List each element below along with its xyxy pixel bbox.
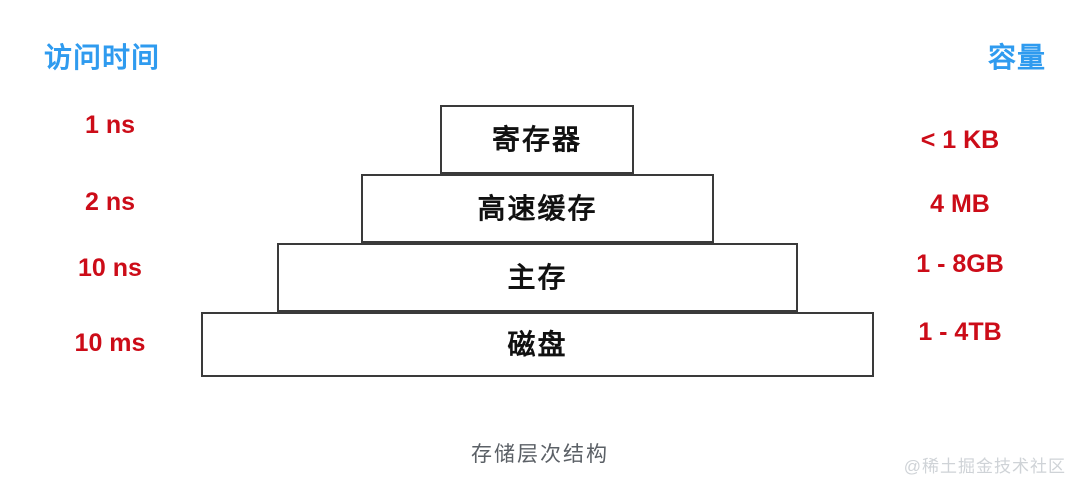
capacity-heading: 容量 — [987, 42, 1046, 73]
access-time-value-main-memory: 10 ns — [78, 254, 142, 282]
tier-register: 寄存器 — [440, 105, 634, 174]
watermark: @稀土掘金技术社区 — [903, 457, 1066, 476]
capacity-value-register: < 1 KB — [920, 126, 1000, 154]
access-time-value-cache: 2 ns — [84, 188, 136, 216]
capacity-value-main-memory: 1 - 8GB — [916, 250, 1004, 278]
access-time-value-register: 1 ns — [84, 111, 136, 139]
figure-caption: 存储层次结构 — [471, 443, 609, 466]
tier-cache: 高速缓存 — [361, 174, 714, 243]
access-time-heading: 访问时间 — [44, 42, 161, 73]
tier-disk: 磁盘 — [201, 312, 874, 377]
tier-label-disk: 磁盘 — [507, 328, 568, 360]
tier-main-memory: 主存 — [277, 243, 798, 312]
access-time-value-disk: 10 ms — [74, 329, 146, 357]
capacity-value-cache: 4 MB — [930, 190, 990, 218]
tier-label-register: 寄存器 — [491, 123, 582, 155]
memory-hierarchy-pyramid: 寄存器 高速缓存 主存 磁盘 — [201, 105, 874, 377]
capacity-value-disk: 1 - 4TB — [918, 318, 1002, 346]
tier-label-main-memory: 主存 — [507, 261, 568, 293]
tier-label-cache: 高速缓存 — [477, 192, 598, 224]
